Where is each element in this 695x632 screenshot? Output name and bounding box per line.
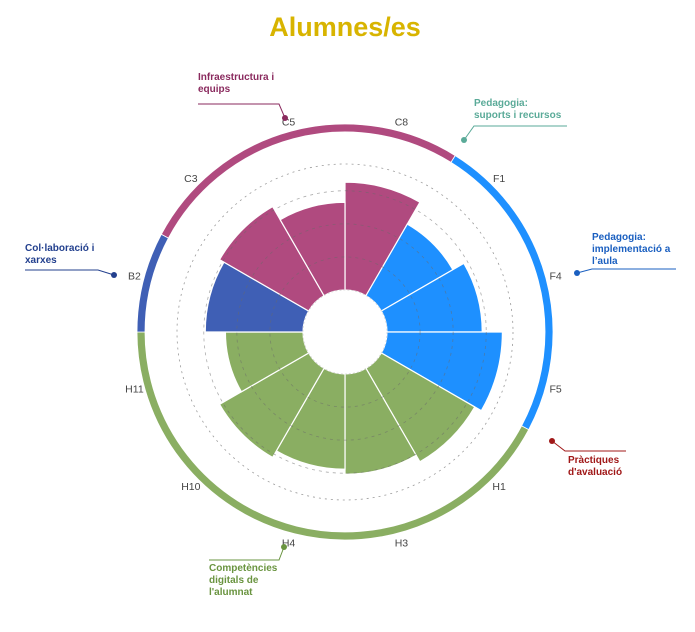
tick-label-h10: H10 — [181, 481, 200, 493]
center-hole — [302, 289, 388, 375]
category-label: suports i recursos — [474, 110, 562, 121]
tick-label-f5: F5 — [549, 383, 561, 395]
grid — [176, 163, 514, 501]
tick-label-h11: H11 — [125, 383, 144, 395]
callout-line — [576, 268, 676, 274]
tick-label-f1: F1 — [493, 173, 505, 185]
outer-category-ring — [136, 123, 554, 541]
category-label: Infraestructura i — [198, 72, 274, 83]
category-label: xarxes — [25, 255, 57, 266]
category-label: l'alumnat — [209, 587, 253, 598]
ring-segment — [136, 233, 169, 333]
category-label: Col·laboració i — [25, 243, 95, 254]
category-label: Competències — [209, 563, 278, 574]
callout-dot — [282, 115, 288, 121]
callout-line — [198, 103, 286, 119]
category-label: Pràctiques — [568, 455, 620, 466]
callout-line — [25, 269, 115, 276]
category-label: digitals de — [209, 575, 259, 586]
tick-label-f4: F4 — [549, 271, 561, 283]
callout-dot — [574, 270, 580, 276]
callout-line — [551, 440, 626, 452]
callout-dot — [111, 272, 117, 278]
tick-label-h1: H1 — [492, 481, 506, 493]
callout-line — [209, 546, 285, 561]
callout-line — [463, 125, 567, 141]
bars — [204, 181, 504, 475]
grid-circle-outer — [176, 163, 514, 501]
callout-dot — [461, 137, 467, 143]
chart-title: Alumnes/es — [269, 12, 421, 42]
category-label: Pedagogia: — [474, 98, 528, 109]
category-label: equips — [198, 84, 231, 95]
tick-label-c3: C3 — [184, 173, 198, 185]
tick-label-c8: C8 — [395, 116, 409, 128]
category-label: l’aula — [592, 256, 618, 267]
category-label: d'avaluació — [568, 467, 622, 478]
tick-label-c5: C5 — [282, 116, 296, 128]
tick-label-b2: B2 — [128, 271, 141, 283]
callout-dot — [281, 544, 287, 550]
callout-dot — [549, 438, 555, 444]
category-label: Pedagogia: — [592, 232, 646, 243]
grid-circle — [236, 223, 454, 441]
grid-circle — [269, 256, 421, 408]
category-label: implementació a — [592, 244, 671, 255]
grid-circle — [203, 190, 487, 474]
category-callouts: Infraestructura iequipsPedagogia:suports… — [25, 72, 676, 598]
tick-label-h3: H3 — [395, 538, 409, 550]
